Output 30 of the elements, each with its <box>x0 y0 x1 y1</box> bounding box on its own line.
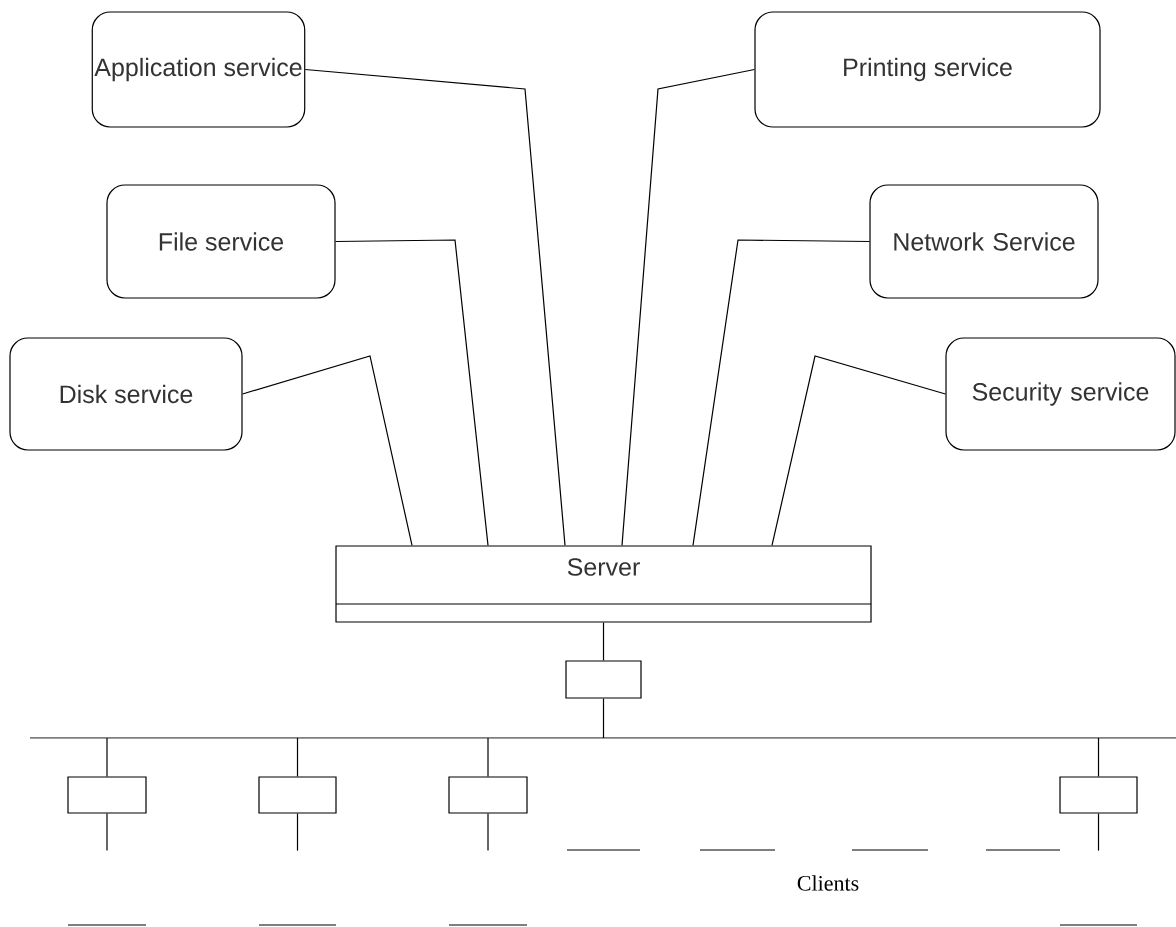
connector-line <box>771 355 946 546</box>
connector-line <box>106 813 108 852</box>
connector-line <box>621 68 755 546</box>
connector-line <box>602 698 605 739</box>
connector-line <box>602 622 605 661</box>
connector-line <box>1097 737 1100 777</box>
service-box: File service <box>106 184 336 299</box>
connector-line <box>106 737 108 777</box>
small-box <box>448 776 528 814</box>
connector-line <box>304 68 566 546</box>
connector-line <box>242 355 413 546</box>
connector-line <box>335 239 489 546</box>
connector-line <box>296 813 299 852</box>
connector-line <box>487 813 489 852</box>
service-box: Application service <box>91 11 306 128</box>
connector-line <box>487 737 489 777</box>
service-box: Security service <box>945 337 1176 451</box>
connector-line <box>692 239 870 546</box>
connector-line <box>1097 813 1100 852</box>
service-box: Network Service <box>869 184 1099 299</box>
small-box <box>1059 776 1138 814</box>
bus-line <box>29 737 1176 739</box>
service-box: Disk service <box>9 337 243 451</box>
service-box: Printing service <box>754 11 1101 128</box>
connector-line <box>296 737 299 777</box>
caption-text: Clients <box>797 875 859 891</box>
small-box <box>258 776 337 814</box>
server-box: Server <box>335 545 872 623</box>
small-box <box>67 776 147 814</box>
small-box <box>565 660 642 699</box>
